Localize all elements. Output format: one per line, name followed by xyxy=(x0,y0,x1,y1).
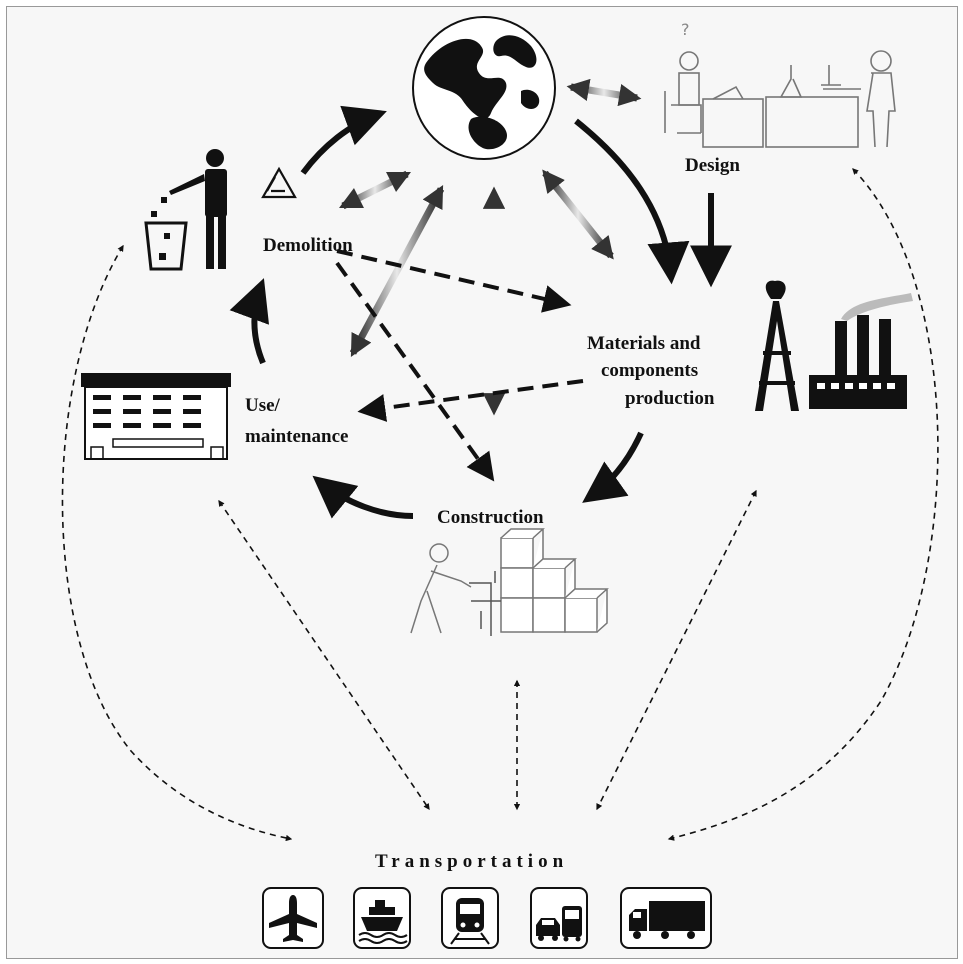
svg-text:?: ? xyxy=(681,20,690,39)
materials-label-line1: Materials and xyxy=(587,333,701,354)
arrow-demolition-to-earth xyxy=(300,105,387,175)
arrow-earth-materials xyxy=(542,169,614,260)
use-label-line1: Use/ xyxy=(245,395,281,416)
worker-blocks-icon xyxy=(410,528,609,636)
factory-icon xyxy=(755,280,913,411)
life-cycle-diagram: ? Design Demolition xyxy=(61,16,939,949)
materials-label-line2: components xyxy=(601,360,698,381)
arrow-earth-to-materials xyxy=(574,118,690,285)
transport-link-materials xyxy=(596,489,757,811)
materials-label-line3: production xyxy=(625,388,715,409)
transport-arrows xyxy=(61,168,939,842)
arrow-earth-design xyxy=(566,78,642,107)
lifecycle-arrows xyxy=(229,105,732,519)
use-label-line2: maintenance xyxy=(245,426,348,447)
dashed-demolition-to-materials xyxy=(336,249,572,313)
dashed-materials-to-use xyxy=(357,379,584,422)
arrow-use-to-demolition xyxy=(229,278,270,365)
transport-link-use xyxy=(218,499,430,811)
truck-icon xyxy=(620,887,712,949)
arrow-earth-use xyxy=(349,185,445,357)
designers-icon: ? xyxy=(664,20,896,148)
dashed-demolition-to-construction xyxy=(335,261,495,482)
airplane-icon xyxy=(262,887,324,949)
arrow-materials-to-construction xyxy=(582,431,644,503)
construction-label: Construction xyxy=(437,507,544,528)
diagram-frame: ? Design Demolition xyxy=(6,6,958,959)
resource-exchange-arrows xyxy=(338,78,642,416)
transport-link-demolition xyxy=(61,244,293,842)
globe-icon xyxy=(412,16,556,160)
ship-icon xyxy=(353,887,411,949)
train-icon xyxy=(441,887,499,949)
trash-person-icon xyxy=(144,149,227,271)
building-icon xyxy=(81,373,231,460)
arrow-earth-demolition xyxy=(338,170,412,210)
transportation-label: Transportation xyxy=(375,851,568,872)
car-bus-icon xyxy=(530,887,588,949)
transport-link-design xyxy=(667,168,939,841)
waste-flow-arrows xyxy=(335,249,584,482)
arrow-construction-to-use xyxy=(312,475,414,519)
design-label: Design xyxy=(685,155,740,176)
recycle-icon xyxy=(261,166,297,199)
